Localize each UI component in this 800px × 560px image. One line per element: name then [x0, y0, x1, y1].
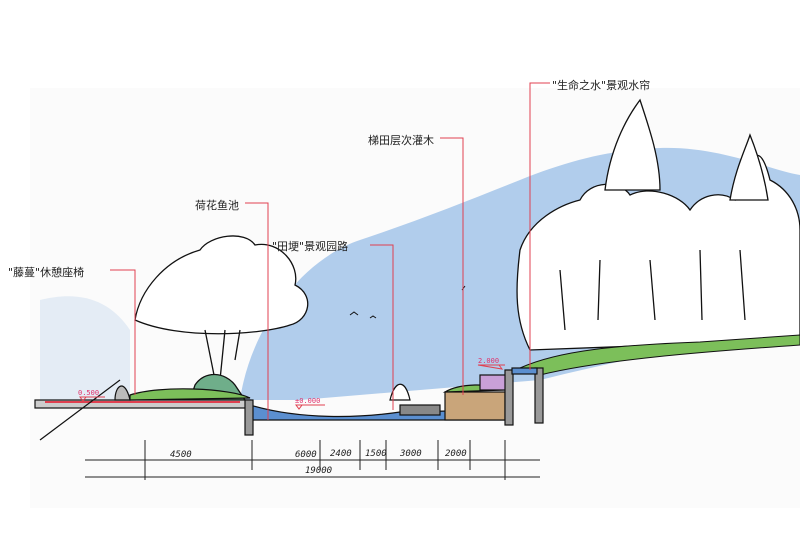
label-field-path: "田埂"景观园路	[272, 240, 349, 253]
dim-segment: 2000	[445, 449, 467, 459]
dim-total: 19000	[305, 466, 332, 476]
ground-section	[34, 367, 544, 441]
elevation-terrace: 2.000	[477, 357, 505, 370]
label-lotus-pond: 荷花鱼池	[195, 199, 239, 212]
sky-wash-left	[40, 296, 130, 400]
leader-lines	[110, 82, 550, 420]
dim-segment: 6000	[295, 450, 317, 460]
elevation-pond: ±0.000	[295, 397, 325, 410]
elevation-seat: 0.500	[78, 389, 105, 402]
dim-segment: 1500	[365, 449, 387, 459]
label-terrace-shrubs: 梯田层次灌木	[368, 134, 434, 147]
dim-segment: 2400	[330, 449, 352, 459]
label-vine-seat: "藤蔓"休憩座椅	[8, 266, 85, 279]
dimension-chain	[85, 440, 540, 480]
dim-segment: 3000	[399, 449, 422, 459]
label-water-curtain: "生命之水"景观水帘	[552, 79, 651, 92]
svg-text:0.500: 0.500	[78, 389, 99, 397]
dim-segment: 4500	[170, 450, 192, 460]
svg-text:±0.000: ±0.000	[295, 397, 320, 405]
svg-text:2.000: 2.000	[478, 357, 499, 365]
